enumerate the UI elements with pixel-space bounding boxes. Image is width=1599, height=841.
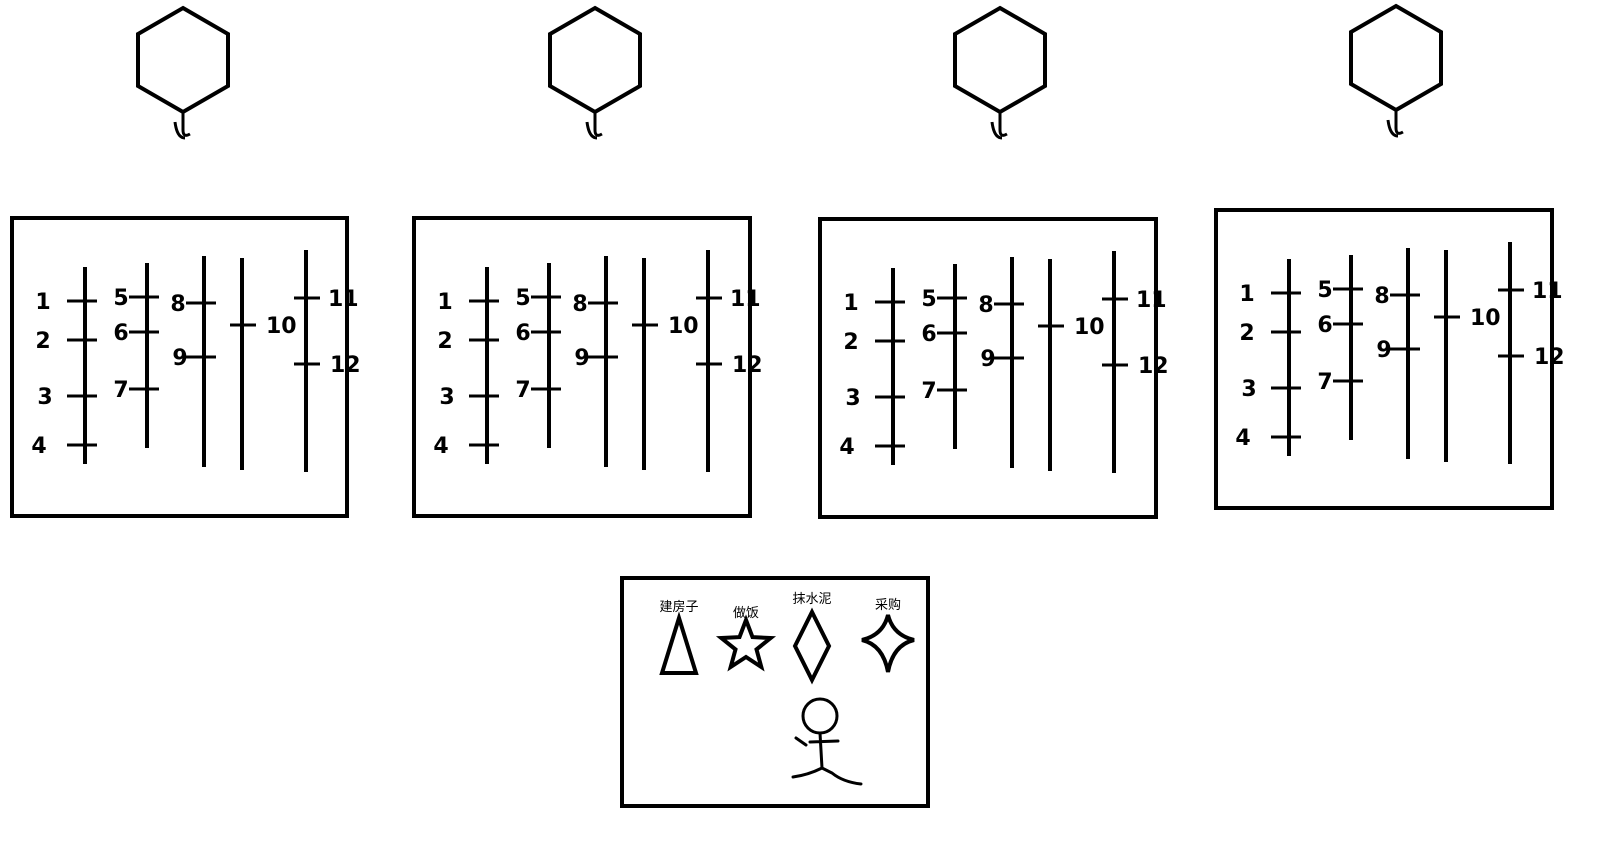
task-label: 建房子 — [659, 599, 698, 615]
tick-label: 8 — [170, 292, 185, 317]
tick-label: 11 — [1136, 288, 1167, 313]
tick-label: 11 — [1532, 279, 1563, 304]
stick-figure-icon — [791, 697, 863, 786]
hook-icon — [1386, 110, 1404, 138]
hook-icon — [173, 112, 191, 140]
tick-label: 2 — [1239, 321, 1254, 346]
tick-label: 6 — [113, 321, 128, 346]
tick-label: 2 — [843, 330, 858, 355]
tick-label: 5 — [1317, 278, 1332, 303]
hexagon-shape — [953, 5, 1047, 115]
tick-label: 7 — [921, 379, 936, 404]
tick-label: 9 — [574, 346, 589, 371]
tick-label: 4 — [31, 434, 46, 459]
tick-label: 12 — [330, 353, 361, 378]
hexagon-shape — [548, 5, 642, 115]
panel-border — [1214, 208, 1554, 510]
tick-label: 12 — [1534, 345, 1565, 370]
hook-icon — [990, 112, 1008, 140]
tick-label: 3 — [37, 385, 52, 410]
task-legend-panel: 建房子 做饭 抹水泥 采购 — [620, 576, 930, 808]
tick-label: 7 — [1317, 370, 1332, 395]
tick-label: 11 — [730, 287, 761, 312]
task-label: 采购 — [875, 597, 901, 613]
tick-label: 9 — [980, 347, 995, 372]
hexagon-node — [1349, 3, 1443, 138]
figure-head — [801, 697, 839, 735]
tick-label: 8 — [1374, 284, 1389, 309]
legend-border — [620, 576, 930, 808]
tick-label: 4 — [839, 435, 854, 460]
panel-border — [412, 216, 752, 518]
task-item: 抹水泥 — [792, 592, 832, 685]
hexagon-node — [953, 5, 1047, 140]
tick-label: 9 — [1376, 338, 1391, 363]
star-icon — [715, 614, 777, 672]
tick-label: 4 — [433, 434, 448, 459]
hexagon-node — [548, 5, 642, 140]
panel-border — [10, 216, 349, 518]
tick-label: 11 — [328, 287, 359, 312]
figure-body — [791, 731, 863, 786]
tick-label: 3 — [845, 386, 860, 411]
tick-label: 6 — [921, 322, 936, 347]
tick-label: 8 — [572, 292, 587, 317]
tick-label: 12 — [732, 353, 763, 378]
tick-label: 5 — [113, 286, 128, 311]
tick-label: 10 — [1470, 306, 1501, 331]
tick-label: 9 — [172, 346, 187, 371]
tick-label: 10 — [668, 314, 699, 339]
hexagon-shape — [136, 5, 230, 115]
triangle-icon — [659, 611, 699, 675]
task-item: 做饭 — [715, 606, 777, 672]
task-label: 做饭 — [733, 606, 759, 621]
tick-label: 6 — [515, 321, 530, 346]
tick-label: 1 — [1239, 282, 1254, 307]
tick-label: 5 — [515, 286, 530, 311]
task-label: 抹水泥 — [792, 592, 831, 607]
hexagon-node — [136, 5, 230, 140]
task-item: 建房子 — [659, 599, 699, 675]
tick-label: 6 — [1317, 313, 1332, 338]
tick-label: 1 — [437, 290, 452, 315]
four-point-star-icon — [861, 614, 915, 673]
hook-icon — [585, 112, 603, 140]
tick-label: 3 — [1241, 377, 1256, 402]
tick-label: 3 — [439, 385, 454, 410]
tick-label: 10 — [1074, 315, 1105, 340]
tick-label: 4 — [1235, 426, 1250, 451]
tick-label: 7 — [113, 378, 128, 403]
hexagon-shape — [1349, 3, 1443, 113]
tick-label: 8 — [978, 293, 993, 318]
panel-border — [818, 217, 1158, 519]
diamond-icon — [792, 607, 832, 685]
task-item: 采购 — [861, 597, 915, 673]
tick-label: 2 — [35, 329, 50, 354]
tick-label: 5 — [921, 287, 936, 312]
tick-label: 1 — [843, 291, 858, 316]
tick-label: 2 — [437, 329, 452, 354]
tick-label: 7 — [515, 378, 530, 403]
tick-label: 12 — [1138, 354, 1169, 379]
tick-label: 10 — [266, 314, 297, 339]
tick-label: 1 — [35, 290, 50, 315]
